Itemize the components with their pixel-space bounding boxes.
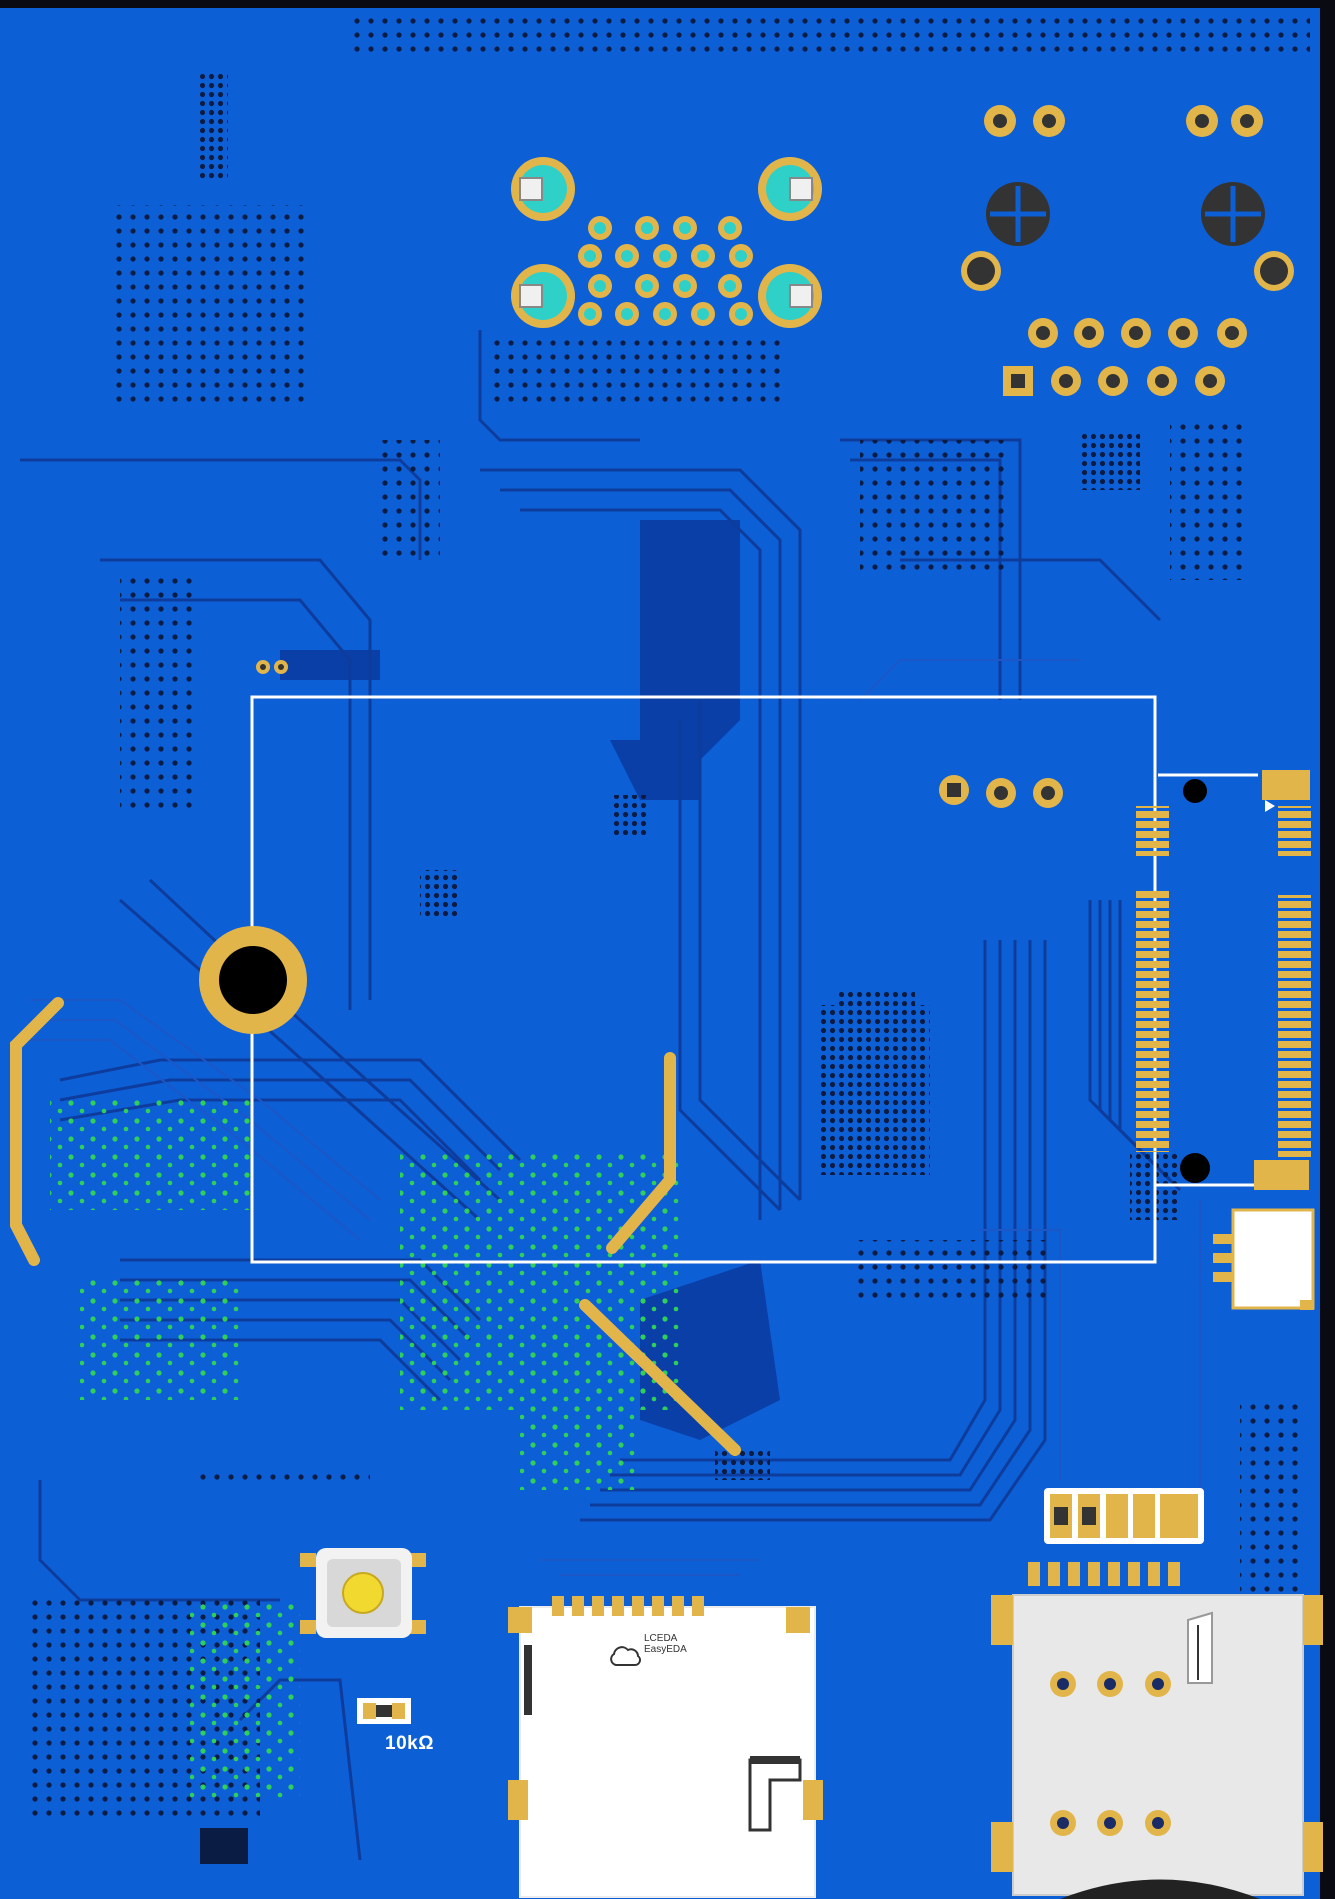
board-edge-right <box>1320 0 1335 1899</box>
resistor-value-label: 10kΩ <box>385 1733 434 1754</box>
via-fields <box>30 18 1310 1820</box>
gold-power-traces <box>10 997 741 1456</box>
audio-jack-connectors <box>939 105 1294 808</box>
side-connector <box>1213 1208 1315 1310</box>
trace-bundles-light <box>30 659 1201 1576</box>
small-chip-bottom-left <box>200 1828 248 1864</box>
trace-bundles <box>20 330 1182 1861</box>
tactile-button-icon[interactable] <box>300 1548 426 1638</box>
fpc-silkscreen-lines <box>1155 773 1258 1187</box>
vga-connector <box>511 157 822 328</box>
mounting-hole-icon <box>199 926 307 1034</box>
small-gold-pads <box>256 660 288 674</box>
green-via-fields <box>50 1100 680 1800</box>
resistor-10k <box>357 1698 411 1724</box>
logo-text-line1: LCEDA <box>644 1633 678 1644</box>
logo-text-line2: EasyEDA <box>644 1644 687 1655</box>
sim-card-slot <box>991 1562 1323 1899</box>
smd-parts-row <box>1044 1488 1204 1544</box>
cloud-logo-icon <box>610 1646 641 1666</box>
fpc-connector <box>1136 770 1311 1190</box>
board-edge-top <box>0 0 1335 8</box>
micro-sd-slot <box>508 1596 823 1898</box>
